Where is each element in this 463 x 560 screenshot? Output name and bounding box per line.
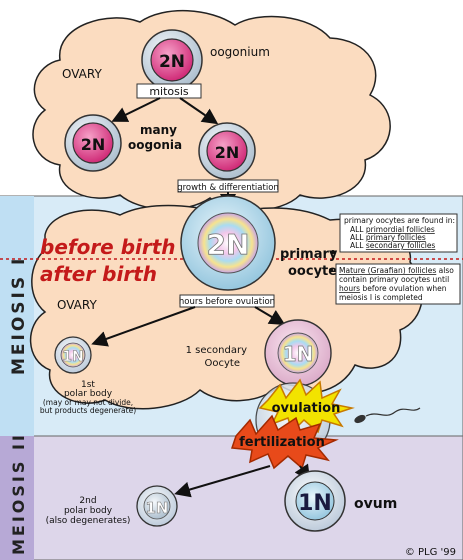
note1-line1: primary oocytes are found in:	[344, 216, 455, 225]
after-birth-label: after birth	[40, 262, 157, 286]
primary-oocyte-ploidy: 2N	[207, 228, 250, 261]
mitosis-label: mitosis	[149, 85, 189, 98]
arrow-to-secondary	[254, 306, 286, 326]
note1-line4: ALL secondary follicles	[350, 241, 435, 250]
meiosis2-label: MEIOSIS II	[9, 432, 28, 555]
fertilization-burst	[230, 414, 339, 470]
note2-line1: Mature (Graafian) follicles also	[339, 266, 454, 275]
note2-line3: hours before ovulation when	[339, 284, 447, 293]
note1-line2: ALL primordial follicles	[350, 225, 435, 234]
polar1-line1: 1st	[81, 380, 95, 390]
copyright: © PLG '99	[405, 547, 456, 558]
oogonium-label: oogonium	[210, 45, 270, 59]
polar-body-1-ploidy: 1N	[62, 349, 83, 365]
ovum-label: ovum	[354, 496, 397, 512]
secondary-oocyte-nucleus	[277, 332, 319, 374]
arrow-mitosis-right	[179, 97, 219, 125]
growth-label: growth & differentiation	[177, 183, 279, 193]
note1-line3: ALL primary follicles	[350, 233, 426, 242]
ovulation-label: ovulation	[272, 401, 341, 416]
oogonia-left-ploidy: 2N	[81, 135, 106, 154]
bullet-1	[331, 250, 335, 254]
before-birth-label: before birth	[40, 235, 176, 259]
secondary-line2: Oocyte	[205, 358, 240, 369]
meiosis1-label: MEIOSIS I	[9, 256, 29, 375]
oogonia-right-nucleus	[206, 130, 248, 172]
note2-line4: meiosis I is completed	[339, 293, 423, 302]
ovum-nucleus	[295, 481, 335, 521]
primary-label: primary	[280, 247, 338, 262]
polar-body-1-nucleus	[60, 342, 86, 368]
hours-box	[179, 294, 275, 308]
polar1-line3: (may or may not divide,	[43, 398, 133, 407]
arrow-to-polar2	[174, 465, 271, 498]
oogonium-nucleus	[150, 38, 194, 82]
secondary-line1: 1 secondary	[186, 345, 247, 356]
sperm-head	[354, 414, 366, 424]
oogonia-label: oogonia	[128, 138, 182, 152]
polar-body-2-ploidy: 1N	[146, 499, 169, 517]
polar1-line4: but products degenerate)	[40, 406, 136, 415]
polar2-line1: 2nd	[79, 496, 96, 506]
oocyte-label: oocyte	[288, 264, 337, 279]
polar2-line3: (also degenerates)	[46, 516, 131, 526]
arrow-mitosis-left	[111, 97, 161, 122]
hours-label: hours before ovulation	[179, 297, 275, 307]
meiosis2-band	[0, 435, 463, 560]
sperm-tail	[365, 407, 421, 417]
meiosis1-sidebar	[0, 196, 34, 436]
ovum-ploidy: 1N	[298, 491, 332, 516]
ovary-label-top: OVARY	[62, 67, 102, 81]
primary-oocyte-nucleus	[197, 212, 259, 274]
oogonium-ploidy: 2N	[159, 52, 185, 72]
oogonia-left-nucleus	[72, 122, 114, 164]
arrow-to-polar1	[91, 306, 196, 347]
polar2-line2: polar body	[64, 506, 113, 516]
fertilization-label: fertilization	[239, 435, 325, 450]
ovary-label-bottom: OVARY	[57, 298, 97, 312]
polar1-line2: polar body	[64, 389, 113, 399]
mitosis-box	[136, 83, 202, 99]
note2-line2: contain primary oocytes until	[339, 275, 449, 284]
ovulation-burst	[258, 378, 355, 434]
note-follicles-box	[339, 213, 458, 253]
bullet-2	[329, 268, 333, 272]
secondary-oocyte-ploidy: 1N	[283, 342, 314, 366]
polar-body-2-nucleus	[143, 492, 171, 520]
many-label: many	[140, 123, 177, 137]
note-graafian-box	[335, 263, 461, 305]
oogonia-right-ploidy: 2N	[215, 143, 240, 162]
meiosis2-sidebar	[0, 436, 34, 560]
